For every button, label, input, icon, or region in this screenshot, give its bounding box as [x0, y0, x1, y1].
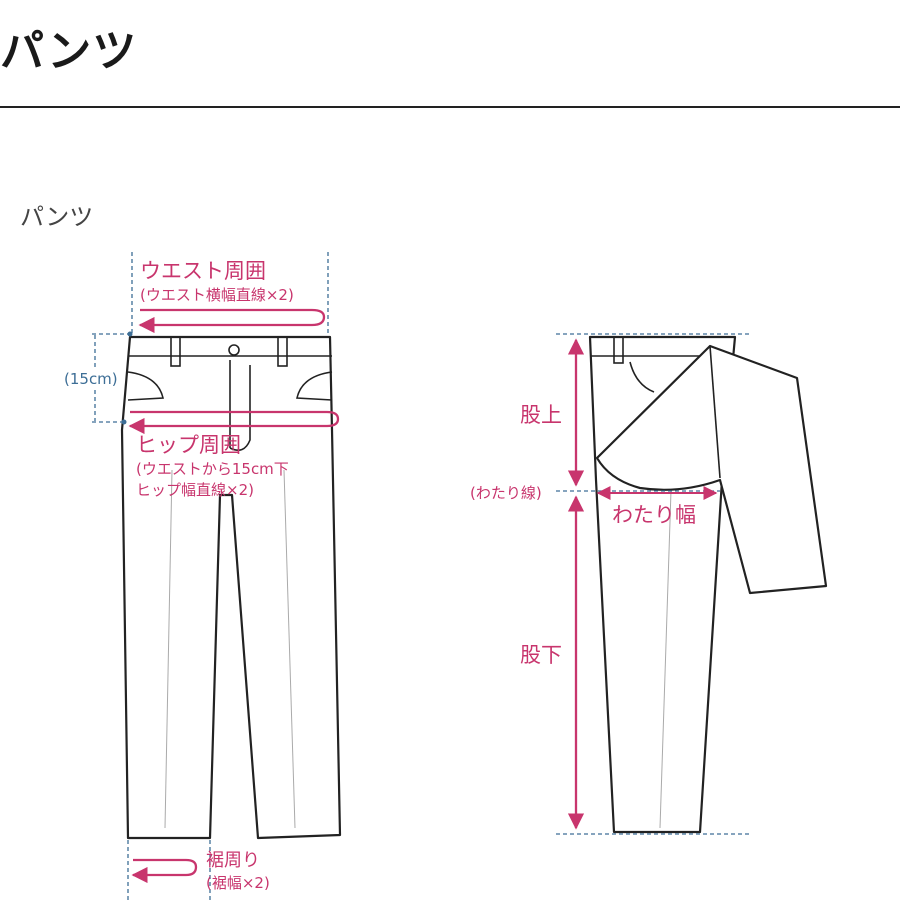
hem-note: (裾幅×2) — [206, 874, 270, 892]
hem-arrow — [131, 858, 198, 884]
waist-label: ウエスト周囲 — [140, 259, 266, 283]
front-pants-details — [127, 336, 333, 451]
hip-arrow — [128, 410, 340, 435]
folded-leg-seam — [709, 345, 721, 479]
front-crease-lines — [164, 469, 296, 829]
thigh-width-label: わたり幅 — [612, 503, 696, 527]
inseam-label: 股下 — [520, 643, 562, 667]
hem-label: 裾周り — [206, 850, 260, 871]
waist-arrow — [138, 308, 326, 334]
title-divider — [0, 106, 900, 108]
offset-label: (15cm) — [64, 370, 118, 388]
waist-note: (ウエスト横幅直線×2) — [140, 286, 294, 304]
rise-label: 股上 — [520, 403, 562, 427]
hip-note-2: ヒップ幅直線×2) — [136, 481, 254, 499]
front-pants-outline — [120, 335, 342, 840]
thigh-line-label: (わたり線) — [470, 484, 542, 502]
hip-point — [121, 419, 127, 425]
page-title: パンツ — [0, 26, 138, 77]
side-crease-line — [659, 459, 673, 829]
waist-point — [127, 331, 133, 337]
hip-note-1: (ウエストから15cm下 — [136, 460, 289, 478]
hip-label: ヒップ周囲 — [136, 433, 241, 457]
front-guide-lines — [92, 252, 329, 900]
section-label: パンツ — [20, 203, 94, 231]
